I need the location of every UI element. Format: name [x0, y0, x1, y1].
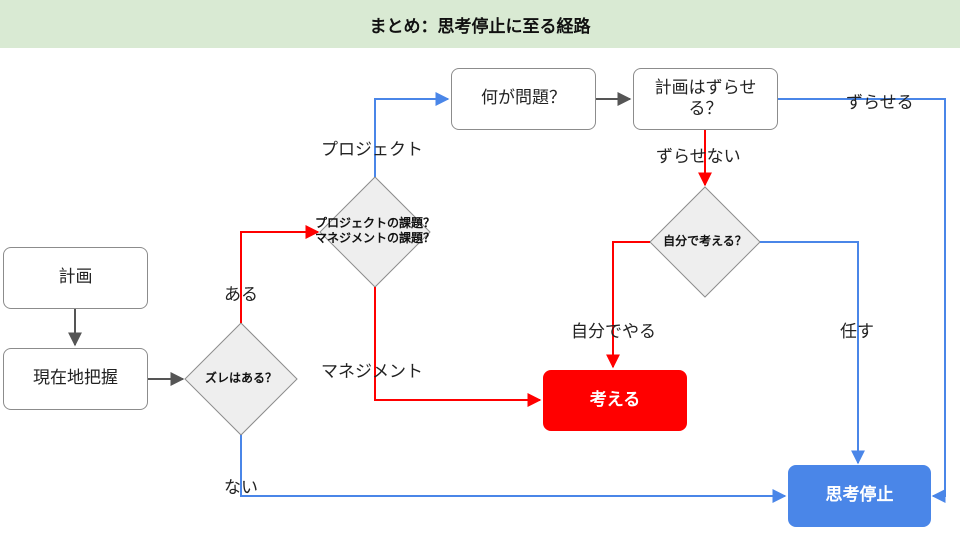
plan-label: 計画 — [58, 267, 93, 288]
edge-label-yes: ある — [224, 285, 258, 305]
think-label: 考える — [589, 389, 641, 410]
management-question: マネジメントの課題？ — [314, 231, 435, 245]
think-self-diamond — [649, 186, 761, 298]
page-title: まとめ：思考停止に至る経路 — [0, 0, 960, 48]
edge-can-shift — [778, 98, 946, 503]
edge-gap-yes — [240, 225, 320, 323]
edge-label-project: プロジェクト — [321, 140, 423, 160]
edge-gap-no — [240, 435, 787, 503]
shift-plan-label-line1: 計画はずらせ — [654, 77, 757, 98]
shift-plan-box: 計画はずらせ る？ — [633, 68, 778, 130]
whats-problem-label: 何が問題？ — [481, 88, 566, 109]
stop-thinking-box: 思考停止 — [788, 465, 931, 527]
whats-problem-box: 何が問題？ — [451, 68, 596, 130]
edge-delegate — [760, 241, 865, 465]
edge-project — [374, 92, 450, 177]
plan-box: 計画 — [3, 247, 148, 309]
edge-label-cannot-shift: ずらせない — [656, 147, 741, 167]
edge-label-management: マネジメント — [321, 362, 423, 382]
project-management-diamond-label: プロジェクトの課題？ マネジメントの課題？ — [305, 216, 445, 246]
edge-label-delegate: 任す — [840, 322, 874, 342]
stop-thinking-label: 思考停止 — [825, 485, 894, 506]
edge-management — [374, 287, 542, 407]
edge-label-do-myself: 自分でやる — [571, 322, 656, 342]
edge-do-myself — [606, 241, 650, 369]
gap-diamond-label: ズレはある？ — [204, 371, 277, 385]
edge-label-no: ない — [224, 478, 258, 498]
project-question: プロジェクトの課題？ — [314, 216, 435, 230]
current-position-box: 現在地把握 — [3, 348, 148, 410]
think-self-diamond-label: 自分で考える？ — [663, 234, 747, 248]
current-position-label: 現在地把握 — [33, 368, 118, 389]
shift-plan-label-line2: る？ — [688, 99, 723, 119]
think-box: 考える — [543, 370, 687, 431]
edge-label-can-shift: ずらせる — [846, 93, 914, 113]
